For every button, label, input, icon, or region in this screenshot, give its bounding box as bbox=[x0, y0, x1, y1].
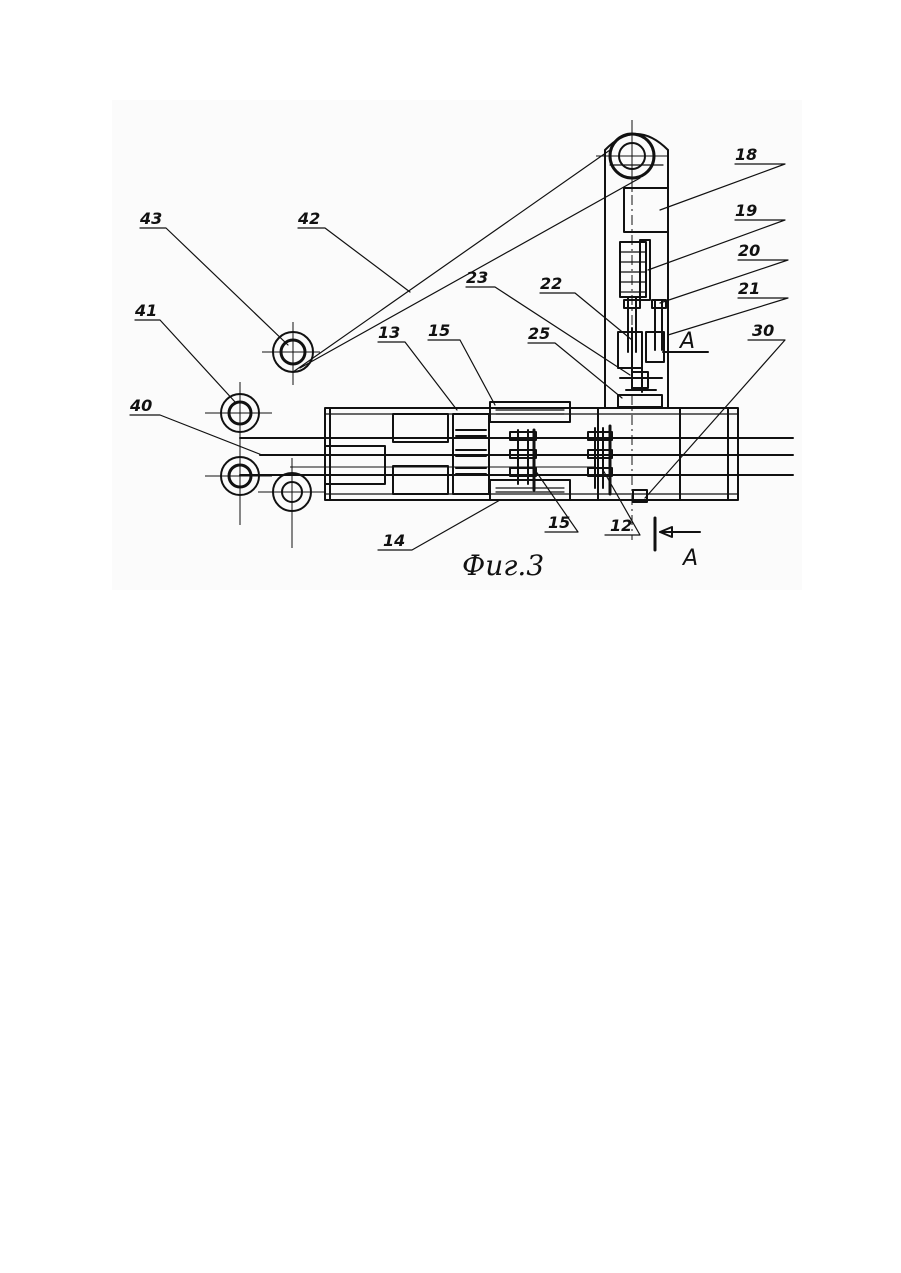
section-label-lower: А bbox=[681, 546, 698, 571]
label-18: 18 bbox=[735, 145, 757, 164]
label-19: 19 bbox=[735, 201, 757, 220]
label-40: 40 bbox=[129, 396, 152, 415]
label-42: 42 bbox=[297, 209, 320, 228]
label-12: 12 bbox=[610, 516, 632, 535]
label-15-bottom: 15 bbox=[548, 513, 570, 532]
scan-area bbox=[112, 100, 802, 590]
label-43: 43 bbox=[139, 209, 162, 228]
label-41: 41 bbox=[134, 301, 157, 320]
label-21: 21 bbox=[738, 279, 760, 298]
label-30: 30 bbox=[752, 321, 774, 340]
label-22: 22 bbox=[540, 274, 562, 293]
label-20: 20 bbox=[738, 241, 760, 260]
figure-caption: Фиг.3 bbox=[462, 549, 544, 582]
label-23: 23 bbox=[466, 268, 488, 287]
label-13: 13 bbox=[378, 323, 400, 342]
label-14: 14 bbox=[383, 531, 405, 550]
section-label-upper: А bbox=[678, 329, 695, 354]
label-25: 25 bbox=[528, 324, 550, 343]
label-15-top: 15 bbox=[428, 321, 450, 340]
